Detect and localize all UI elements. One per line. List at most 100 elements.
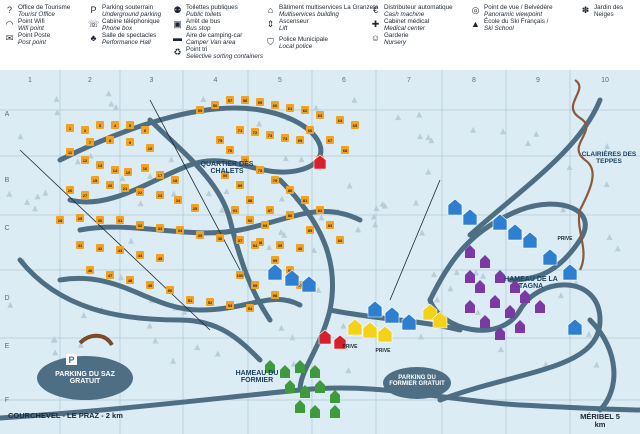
tree-icon [470, 126, 477, 133]
chalet-building [236, 126, 244, 134]
chalet-building [121, 184, 129, 192]
road [427, 282, 603, 403]
chalet-building [316, 111, 324, 119]
tree-icon [87, 152, 94, 159]
chalet-building [206, 298, 214, 306]
chalet-building [166, 286, 174, 294]
residence-building [384, 306, 400, 324]
tree-icon [480, 272, 487, 279]
chalet-number: 14 [113, 168, 118, 173]
residence-building [462, 208, 478, 226]
chalet-number: 90 [223, 173, 228, 178]
chalet-building [91, 176, 99, 184]
legend-label-fr: Toilettes publiques [186, 4, 238, 11]
tree-icon [379, 200, 386, 207]
chalet-number: 60 [273, 103, 278, 108]
chalet-number: 57 [228, 98, 233, 103]
grid-column-number: 9 [536, 77, 540, 84]
legend-label-fr: Cabine téléphonique [102, 18, 160, 25]
chalet-building [301, 106, 309, 114]
tagna-building [465, 245, 475, 258]
road [147, 117, 273, 323]
tree-icon [281, 231, 288, 238]
ski-school-icon: ▲ [471, 19, 480, 29]
tagna-building [495, 327, 505, 340]
tree-icon [181, 308, 188, 315]
chalet-number: 76 [228, 148, 233, 153]
chalet-number: 71 [238, 128, 243, 133]
tree-icon [474, 309, 481, 316]
tree-icon [606, 234, 613, 241]
info-icon: ? [6, 5, 12, 15]
tree-icon [557, 292, 564, 299]
chalet-building [196, 231, 204, 239]
chalet-number: 33 [158, 226, 163, 231]
legend-label-fr: Salle de spectacles [102, 32, 157, 39]
ski-lift-line [389, 179, 441, 301]
chalet-building [81, 156, 89, 164]
tree-icon [373, 205, 380, 212]
chalet-number: 85 [308, 228, 313, 233]
tree-icon [214, 350, 221, 357]
hiking-trail [571, 79, 594, 271]
chalet-building [271, 256, 279, 264]
chalet-number: 83 [328, 223, 333, 228]
formier-building [265, 360, 275, 373]
grid-row-letter: E [5, 343, 10, 350]
theatre-icon: ♣ [90, 33, 97, 43]
tree-icon [200, 96, 207, 103]
chalet-number: 68 [343, 148, 348, 153]
tree-icon [6, 190, 13, 197]
chalet-number: 9 [129, 140, 132, 145]
tree-icon [170, 190, 177, 197]
red-building [318, 329, 332, 345]
chalet-number: 94 [253, 243, 258, 248]
yellow-building [377, 325, 393, 343]
prive-label: PRIVE [342, 344, 358, 350]
chalet-building [81, 191, 89, 199]
chalet-number: 32 [138, 223, 143, 228]
chalet-number: 97 [298, 283, 303, 288]
road-label-meribel[interactable]: MÉRIBEL 5 km [580, 412, 620, 429]
tree-icon [147, 172, 154, 179]
grid-column-number: 2 [88, 77, 92, 84]
chalet-building [306, 226, 314, 234]
road [17, 257, 263, 363]
chalet-number: 93 [263, 223, 268, 228]
chalet-building [251, 281, 259, 289]
chalet-building [106, 181, 114, 189]
legend-label-en: Post point [18, 38, 47, 46]
legend-label-fr: Point Poste [18, 32, 51, 39]
chalet-number: 48 [128, 278, 133, 283]
chalet-number: 96 [288, 268, 293, 273]
chalet-building [286, 104, 294, 112]
chalet-building [146, 144, 154, 152]
grid-column-number: 8 [472, 77, 476, 84]
chalet-building [156, 224, 164, 232]
tree-icon [447, 285, 454, 292]
tree-icon [289, 334, 296, 341]
grid-column-number: 1 [28, 77, 32, 84]
multiservice-building-icon: ⌂ [267, 5, 274, 15]
cash-machine-icon: € [372, 5, 378, 15]
chalet-number: 52 [208, 300, 213, 305]
chalet-building [56, 216, 64, 224]
chalet-number: 99 [253, 283, 258, 288]
chalet-building [156, 254, 164, 262]
legend-label-en: Camper Van area [186, 38, 236, 46]
chalet-number: 66 [308, 128, 313, 133]
road-label-courchevel[interactable]: COURCHEVEL - LE PRAZ - 2 km [8, 411, 123, 420]
ski-lift-line [19, 149, 211, 331]
chalet-number: 87 [268, 208, 273, 213]
tree-icon [54, 109, 61, 116]
police-icon: ⛉ [267, 37, 274, 47]
tree-icon [472, 269, 479, 276]
toilet-icon: ⚉ [173, 5, 182, 15]
